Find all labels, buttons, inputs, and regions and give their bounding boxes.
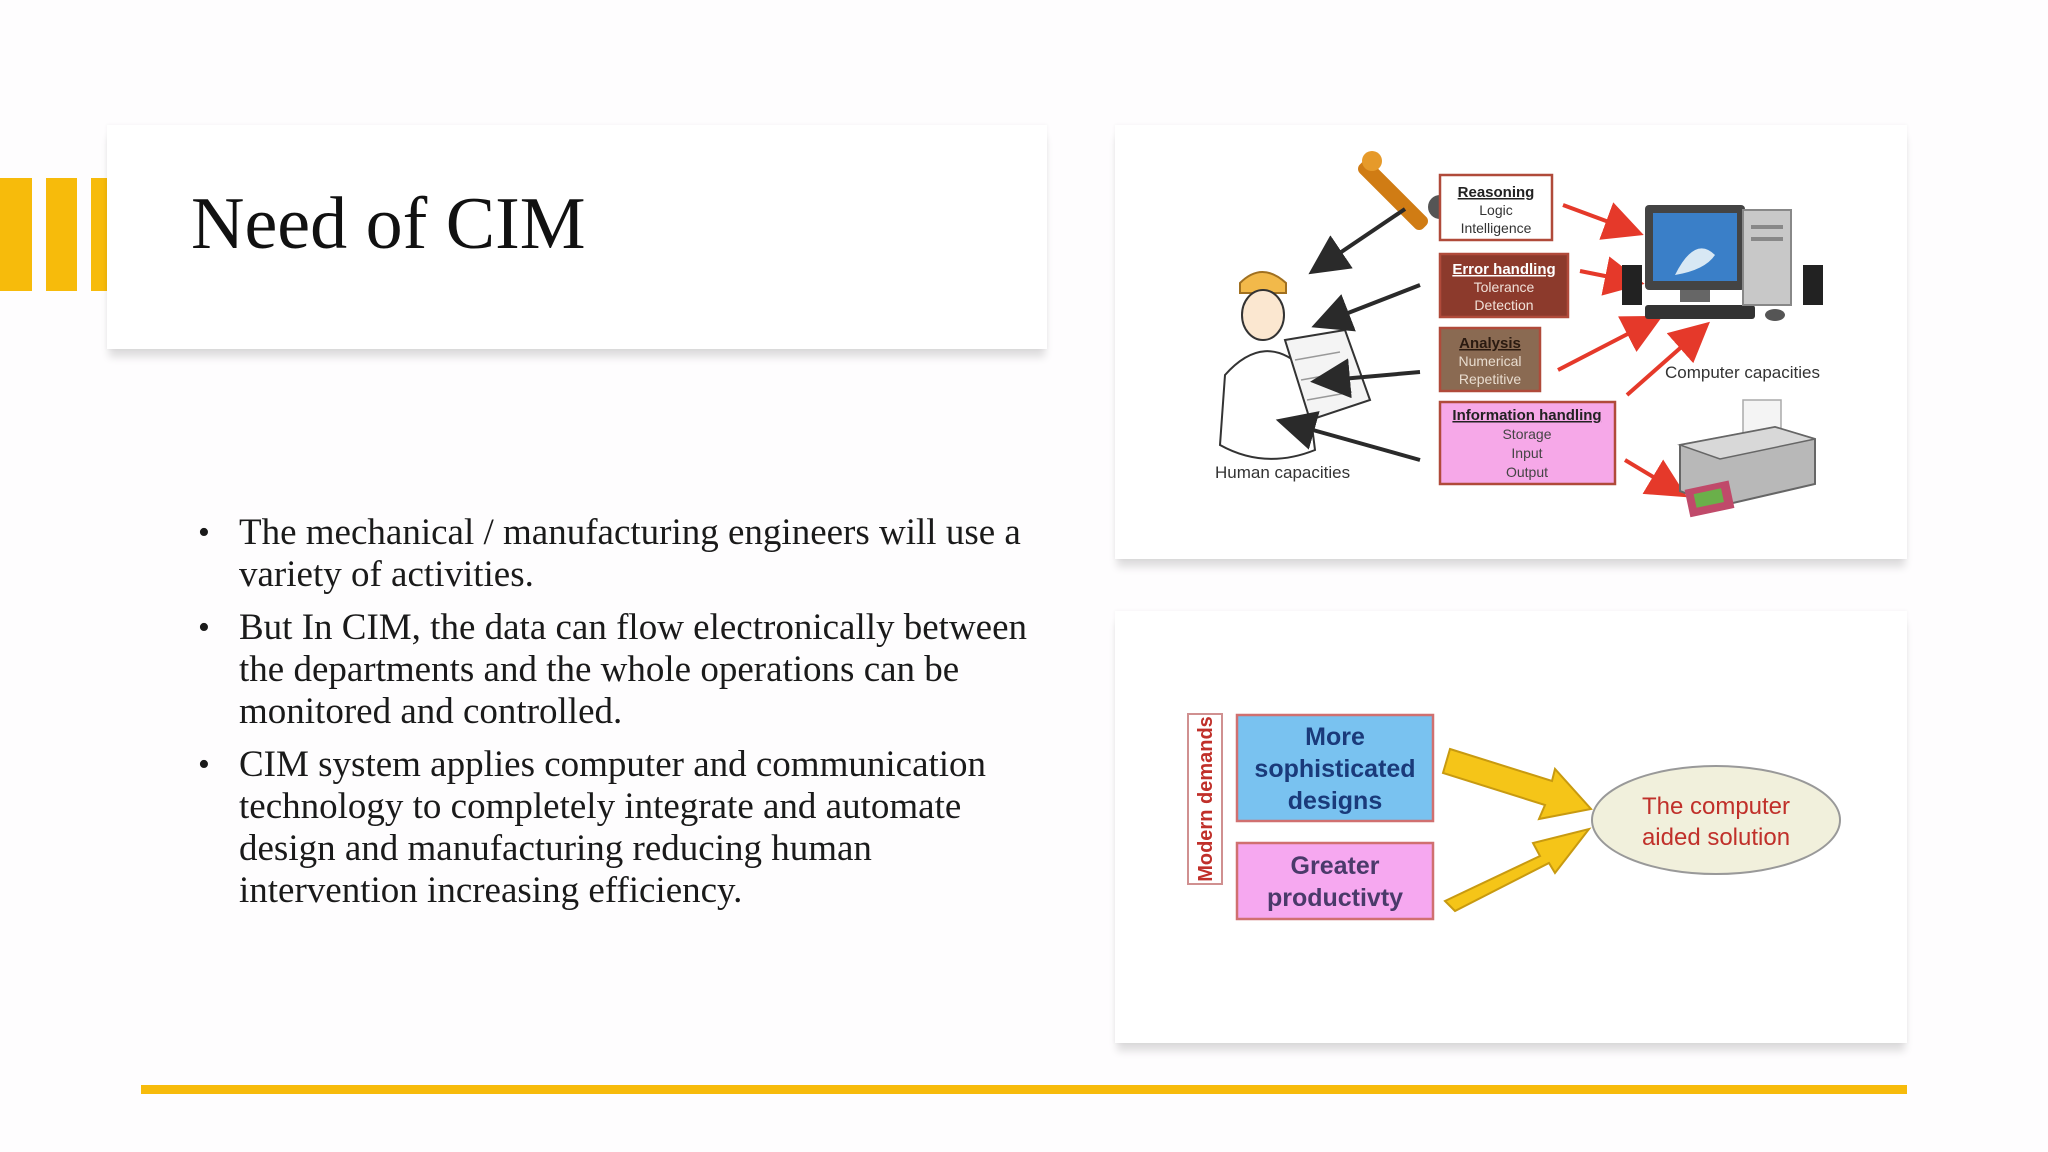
sophisticated-designs-box: More sophisticated designs — [1235, 713, 1435, 823]
svg-text:Information handling: Information handling — [1452, 407, 1601, 424]
svg-text:Error handling: Error handling — [1452, 261, 1555, 278]
capacities-diagram: Human capacities Reasoning Logic Intelli… — [1115, 125, 1907, 559]
svg-text:Analysis: Analysis — [1459, 335, 1521, 352]
svg-text:Storage: Storage — [1502, 426, 1551, 442]
modern-demands-label: Modern demands — [1195, 716, 1217, 882]
svg-text:Intelligence: Intelligence — [1461, 220, 1532, 236]
svg-text:aided solution: aided solution — [1642, 824, 1790, 851]
svg-text:Reasoning: Reasoning — [1458, 184, 1535, 201]
svg-text:Logic: Logic — [1479, 202, 1512, 218]
bullet-item: • CIM system applies computer and communi… — [192, 744, 1032, 912]
arrow — [1275, 411, 1421, 462]
accent-bars — [0, 178, 110, 291]
svg-text:Detection: Detection — [1474, 297, 1533, 313]
svg-text:More: More — [1305, 723, 1365, 751]
bullet-dot: • — [198, 609, 210, 646]
svg-text:Input: Input — [1511, 445, 1542, 461]
svg-text:Greater: Greater — [1291, 852, 1380, 880]
solution-ellipse: The computer aided solution — [1591, 765, 1841, 875]
title-card: Need of CIM — [107, 125, 1047, 349]
svg-text:productivty: productivty — [1267, 884, 1403, 912]
bullet-dot: • — [198, 514, 210, 551]
modern-demands-label-box: Modern demands — [1187, 713, 1223, 885]
human-capacities-label: Human capacities — [1215, 463, 1350, 482]
svg-text:designs: designs — [1288, 787, 1382, 815]
accent-bar — [0, 178, 32, 291]
bullet-text: CIM system applies computer and communic… — [239, 744, 987, 911]
yellow-arrow — [1443, 827, 1592, 913]
arrow — [1579, 256, 1645, 296]
bullet-list: • The mechanical / manufacturing engineer… — [192, 512, 1032, 923]
bullet-item: • But In CIM, the data can flow electroni… — [192, 607, 1032, 733]
analysis-box: Analysis Numerical Repetitive — [1438, 326, 1542, 393]
accent-bar — [91, 178, 110, 291]
arrow — [1308, 207, 1407, 275]
yellow-arrow — [1441, 747, 1593, 821]
arrow — [1557, 315, 1663, 372]
svg-text:Repetitive: Repetitive — [1459, 371, 1521, 387]
arrow — [1311, 283, 1421, 332]
svg-text:sophisticated: sophisticated — [1254, 755, 1415, 783]
bullet-text: The mechanical / manufacturing engineers… — [239, 512, 1021, 595]
computer-icon — [1622, 205, 1823, 321]
svg-text:Tolerance: Tolerance — [1474, 279, 1535, 295]
information-handling-box: Information handling Storage Input Outpu… — [1438, 400, 1617, 486]
svg-text:Numerical: Numerical — [1458, 353, 1521, 369]
printer-icon — [1677, 399, 1816, 518]
computer-capacities-label: Computer capacities — [1665, 363, 1820, 382]
slide-title: Need of CIM — [191, 183, 586, 265]
engineer-icon — [1218, 271, 1372, 460]
svg-text:Output: Output — [1506, 464, 1548, 480]
reasoning-box: Reasoning Logic Intelligence — [1438, 173, 1554, 242]
error-handling-box: Error handling Tolerance Detection — [1438, 252, 1570, 319]
accent-bar — [46, 178, 77, 291]
bullet-text: But In CIM, the data can flow electronic… — [239, 607, 1028, 732]
bottom-accent-line — [141, 1085, 1907, 1094]
bullet-item: • The mechanical / manufacturing engineer… — [192, 512, 1032, 596]
wrench-icon — [1358, 151, 1452, 230]
bullet-dot: • — [198, 746, 210, 783]
arrow — [1625, 321, 1710, 397]
modern-demands-diagram: Modern demands More sophisticated design… — [1115, 611, 1907, 1043]
arrow — [1623, 458, 1688, 498]
greater-productivity-box: Greater productivty — [1235, 841, 1435, 921]
svg-text:The computer: The computer — [1642, 793, 1790, 820]
arrow — [1562, 202, 1644, 240]
arrow — [1310, 358, 1421, 399]
